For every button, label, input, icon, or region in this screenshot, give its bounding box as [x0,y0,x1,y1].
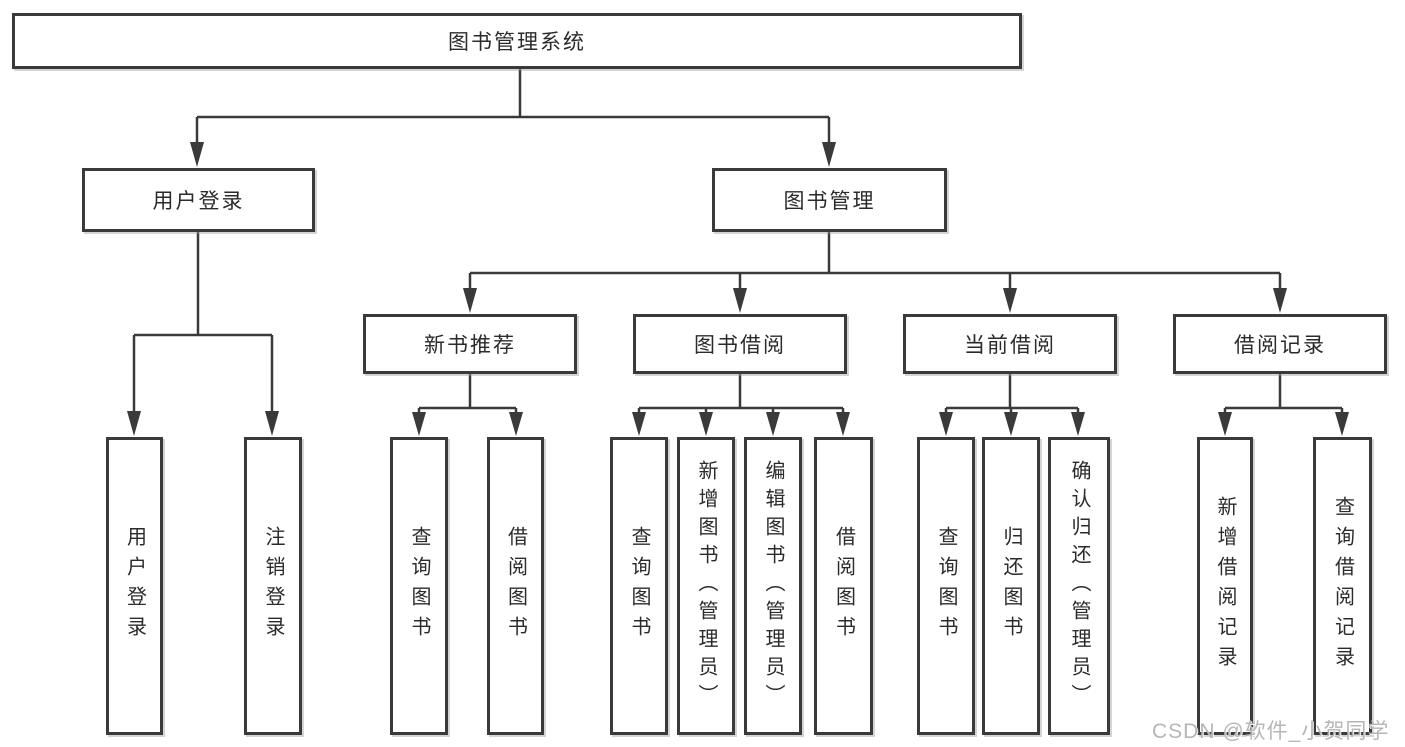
leaf-recommend-borrow-books: 借阅图书 [487,437,544,735]
leaf-recommend-query-books: 查询图书 [390,437,448,735]
connector-bookmgmt-to-level3 [468,231,1282,290]
arrowhead-icon [412,412,426,436]
node-user-login-label: 用户登录 [152,190,245,213]
leaf-borrowing-add-books-admin: 新增图书（管理员） [677,437,735,735]
arrowhead-icon [699,412,713,436]
arrowhead-icon [1004,412,1018,436]
node-book-borrowing: 图书借阅 [633,314,847,374]
node-new-book-recommend-label: 新书推荐 [424,334,516,357]
node-root-label: 图书管理系统 [448,31,586,54]
connector-borrowing-to-leaves [637,373,845,414]
arrowhead-icon [836,412,850,436]
node-book-management-label: 图书管理 [783,190,876,213]
node-book-management: 图书管理 [712,168,947,232]
leaf-borrowing-query-books: 查询图书 [610,437,668,735]
leaf-current-confirm-return-admin: 确认归还（管理员） [1048,437,1110,735]
node-borrow-records: 借阅记录 [1173,314,1387,374]
connector-root-to-level2 [195,68,831,144]
leaf-records-add-record: 新增借阅记录 [1197,437,1253,735]
arrowhead-icon [733,288,747,313]
arrowhead-icon [1003,288,1017,313]
arrowhead-icon [509,412,523,436]
arrowhead-icon [265,411,279,436]
leaf-current-return-books: 归还图书 [982,437,1040,735]
arrowhead-icon [1218,412,1232,436]
arrowhead-icon [822,142,836,167]
node-current-borrowing-label: 当前借阅 [964,334,1056,357]
connector-current-to-leaves [944,373,1080,414]
arrowhead-icon [632,412,646,436]
connector-records-to-leaves [1223,373,1344,414]
arrowhead-icon [1273,288,1287,313]
leaf-records-query-record: 查询借阅记录 [1313,437,1372,735]
arrowhead-icon [939,412,953,436]
node-book-borrowing-label: 图书借阅 [694,334,786,357]
node-root-system: 图书管理系统 [12,13,1022,69]
leaf-borrowing-borrow-books: 借阅图书 [814,437,873,735]
node-current-borrowing: 当前借阅 [903,314,1117,374]
arrowhead-icon [1335,412,1349,436]
leaf-user-login: 用户登录 [106,437,163,735]
leaf-borrowing-edit-books-admin: 编辑图书（管理员） [744,437,802,735]
connector-newbooks-to-leaves [417,373,518,414]
node-new-book-recommend: 新书推荐 [363,314,577,374]
arrowhead-icon [127,411,141,436]
arrowhead-icon [190,142,204,167]
leaf-logout: 注销登录 [244,437,302,735]
arrowhead-icon [766,412,780,436]
arrowhead-icon [463,288,477,313]
csdn-watermark: CSDN @软件_小贺同学 [1152,720,1390,743]
leaf-current-query-books: 查询图书 [917,437,975,735]
node-borrow-records-label: 借阅记录 [1234,334,1326,357]
node-user-login: 用户登录 [82,168,315,232]
connector-userlogin-to-leaves [132,231,274,413]
arrowhead-icon [1071,412,1085,436]
